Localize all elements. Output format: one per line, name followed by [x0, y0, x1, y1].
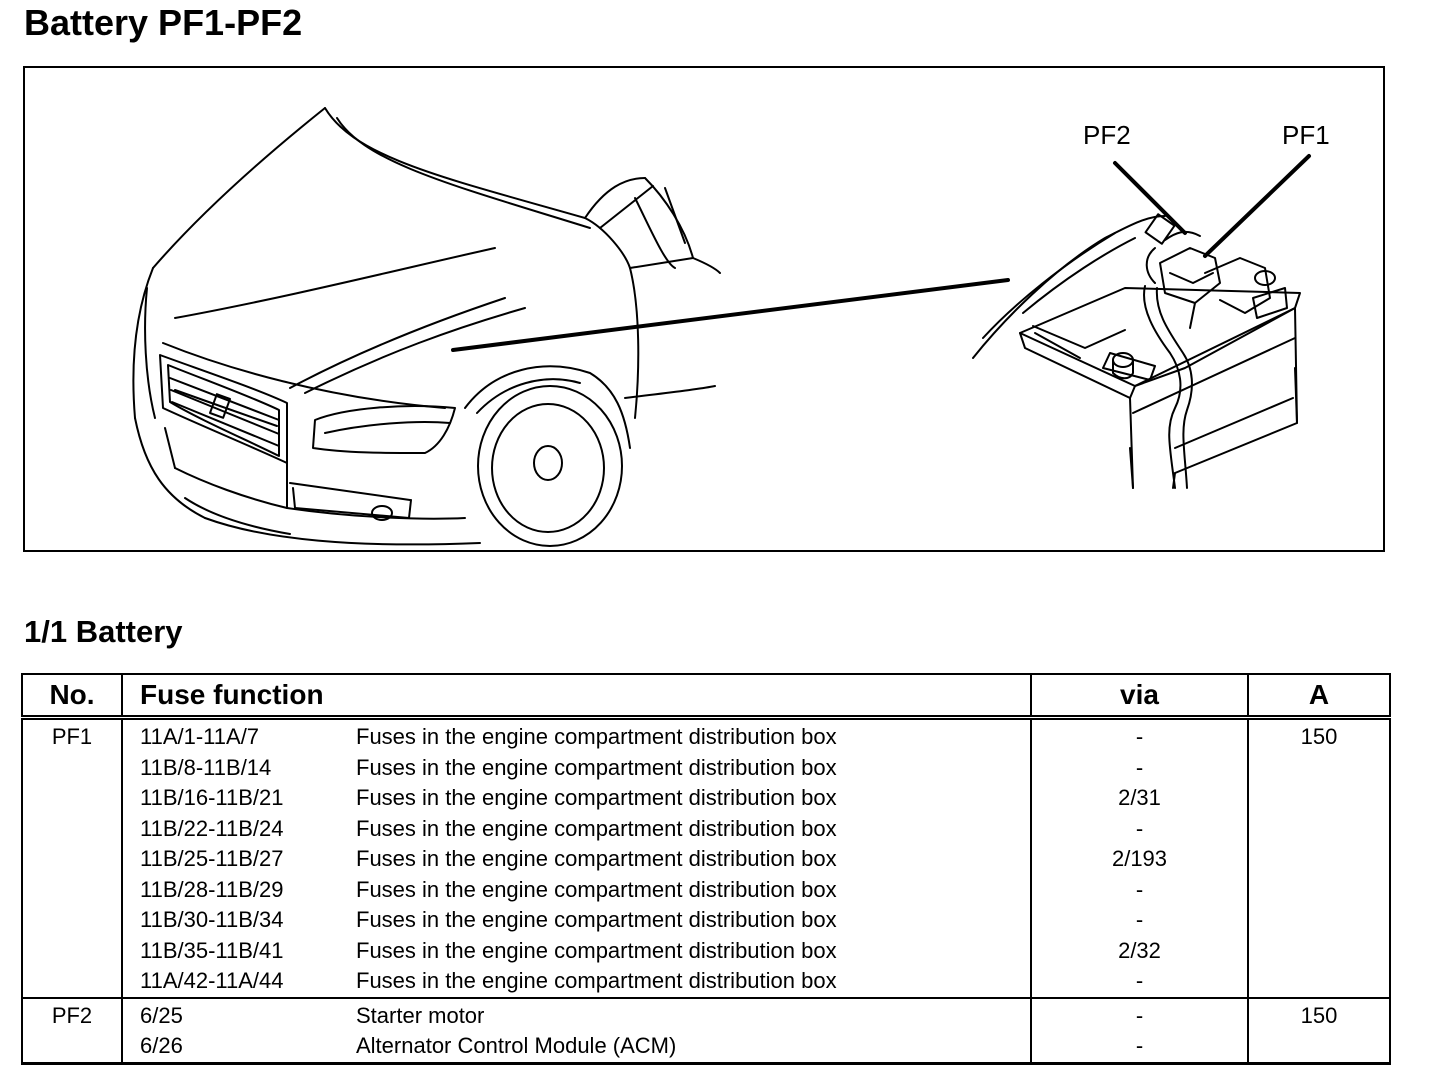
amp-value: 150	[1300, 724, 1338, 749]
fuse-code: 11B/35-11B/41	[140, 937, 284, 963]
fuse-code: 11B/25-11B/27	[140, 846, 284, 871]
group-no: PF2	[51, 1002, 93, 1028]
fuse-code: 11B/22-11B/24	[140, 815, 284, 841]
vehicle-battery-illustration	[132, 107, 1311, 547]
section-title: 1/1 Battery	[24, 614, 183, 649]
via-value: -	[1135, 754, 1144, 780]
header-via: via	[1030, 673, 1249, 720]
fuse-desc: Fuses in the engine compartment distribu…	[356, 724, 837, 749]
fuse-code: 11A/42-11A/44	[140, 968, 284, 993]
fuse-desc: Starter motor	[356, 1002, 485, 1028]
via-value: 2/193	[1111, 846, 1168, 871]
fuse-desc: Fuses in the engine compartment distribu…	[356, 754, 837, 780]
via-value: -	[1135, 1002, 1144, 1028]
header-fuse-function: Fuse function	[121, 673, 1032, 720]
page-title: Battery PF1-PF2	[24, 2, 303, 43]
fuse-desc: Fuses in the engine compartment distribu…	[356, 846, 837, 871]
via-value: -	[1135, 1033, 1144, 1058]
fuse-desc: Fuses in the engine compartment distribu…	[356, 815, 837, 841]
battery-drawing	[972, 154, 1311, 489]
fuse-group-pf2: PF2 6/25 Starter motor 6/26 Alternator Con…	[21, 997, 1391, 1063]
fuse-desc: Fuses in the engine compartment distribu…	[356, 907, 837, 932]
header-amp: A	[1247, 673, 1391, 720]
fuse-code: 11B/16-11B/21	[140, 785, 284, 810]
via-value: -	[1135, 907, 1144, 932]
fuse-code: 11B/28-11B/29	[140, 876, 284, 902]
via-value: -	[1135, 724, 1144, 749]
callout-pf1: PF1	[1282, 120, 1330, 150]
fuse-code: 11B/30-11B/34	[140, 907, 284, 932]
fuse-code: 6/26	[140, 1033, 183, 1058]
fuse-code: 11A/1-11A/7	[140, 724, 260, 749]
fuse-desc: Alternator Control Module (ACM)	[356, 1033, 677, 1058]
fuse-desc: Fuses in the engine compartment distribu…	[356, 876, 837, 902]
car-drawing	[132, 107, 1010, 547]
group-no: PF1	[51, 724, 93, 749]
fuse-table-header: No. Fuse function via A	[21, 673, 1391, 720]
fuse-code: 11B/8-11B/14	[140, 754, 272, 780]
via-value: 2/31	[1118, 785, 1161, 810]
table-row: PF2 6/25 Starter motor 6/26 Alternator Con…	[21, 997, 1391, 1063]
callout-pf2: PF2	[1083, 120, 1131, 150]
fuse-desc: Fuses in the engine compartment distribu…	[356, 968, 837, 993]
amp-value: 150	[1300, 1002, 1338, 1028]
fuse-desc: Fuses in the engine compartment distribu…	[356, 937, 837, 963]
via-value: -	[1135, 968, 1144, 993]
via-value: -	[1135, 815, 1144, 841]
fuse-code: 6/25	[140, 1002, 183, 1028]
header-no: No.	[21, 673, 123, 720]
fuse-desc: Fuses in the engine compartment distribu…	[356, 785, 837, 810]
via-value: -	[1135, 876, 1144, 902]
figure-frame: PF2 PF1	[23, 66, 1385, 552]
via-value: 2/32	[1118, 937, 1161, 963]
